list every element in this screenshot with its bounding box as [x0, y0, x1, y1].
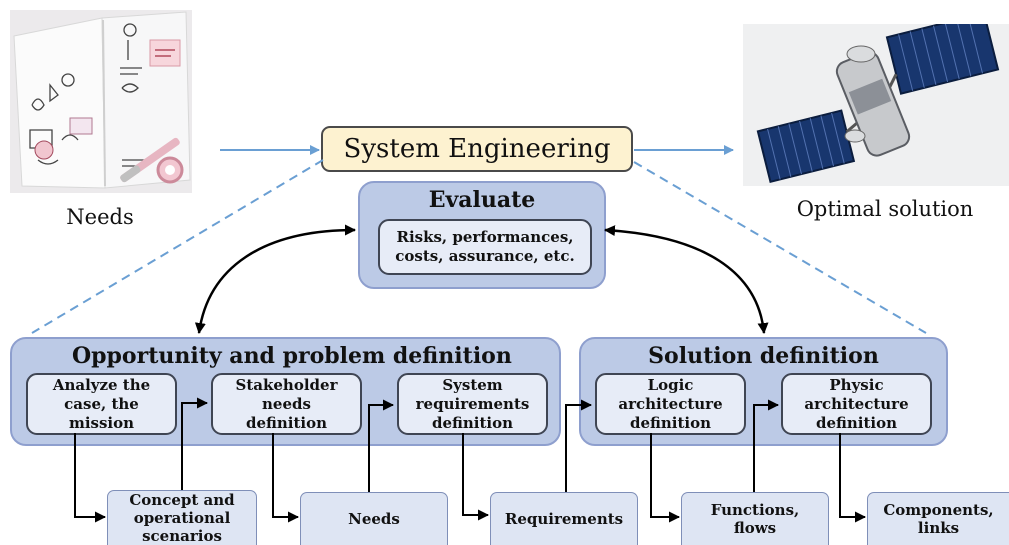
- satellite-illustration: [743, 24, 1009, 186]
- connector-functions-to-physic: [753, 399, 779, 492]
- system-requirements-step: System requirements definition: [397, 373, 548, 435]
- connector-needs-to-sysreq: [368, 399, 394, 492]
- needs-output: Needs: [300, 492, 448, 545]
- system-engineering-box: System Engineering: [321, 126, 633, 172]
- connector-physic-to-components: [839, 433, 866, 523]
- opportunity-title: Opportunity and problem definition: [72, 343, 512, 369]
- components-links-output: Components, links: [867, 492, 1009, 545]
- evaluate-title: Evaluate: [428, 187, 536, 213]
- opportunity-panel: Opportunity and problem definition Analy…: [10, 337, 561, 446]
- requirements-output: Requirements: [490, 492, 638, 545]
- concept-scenarios-output: Concept and operational scenarios: [107, 490, 257, 545]
- solution-panel: Solution definition Logic architecture d…: [579, 337, 948, 446]
- connector-requirements-to-logic: [565, 399, 592, 492]
- evaluate-panel: Evaluate Risks, performances, costs, ass…: [358, 181, 606, 289]
- functions-flows-output: Functions, flows: [681, 492, 829, 545]
- satellite-image: [743, 24, 1009, 186]
- evaluate-solution-curved-arrow: [604, 225, 769, 334]
- connector-analyze-to-concept: [74, 433, 106, 523]
- connector-logic-to-functions: [650, 433, 680, 523]
- needs-notebook-image: [10, 10, 192, 193]
- analyze-case-step: Analyze the case, the mission: [26, 373, 177, 435]
- logic-architecture-step: Logic architecture definition: [595, 373, 746, 435]
- physic-architecture-step: Physic architecture definition: [781, 373, 932, 435]
- notebook-illustration: [10, 10, 192, 193]
- evaluate-opportunity-curved-arrow: [194, 224, 356, 334]
- connector-stakeholder-to-needs: [272, 433, 299, 523]
- needs-caption: Needs: [66, 205, 134, 229]
- stakeholder-needs-step: Stakeholder needs definition: [211, 373, 362, 435]
- right-scope-dashed-line: [633, 161, 927, 334]
- connector-sysreq-to-requirements: [462, 433, 489, 521]
- optimal-solution-caption: Optimal solution: [796, 197, 974, 221]
- solution-title: Solution definition: [648, 343, 879, 369]
- connector-concept-to-stakeholder: [181, 397, 208, 490]
- evaluate-criteria-box: Risks, performances, costs, assurance, e…: [378, 219, 592, 275]
- left-scope-dashed-line: [31, 159, 324, 334]
